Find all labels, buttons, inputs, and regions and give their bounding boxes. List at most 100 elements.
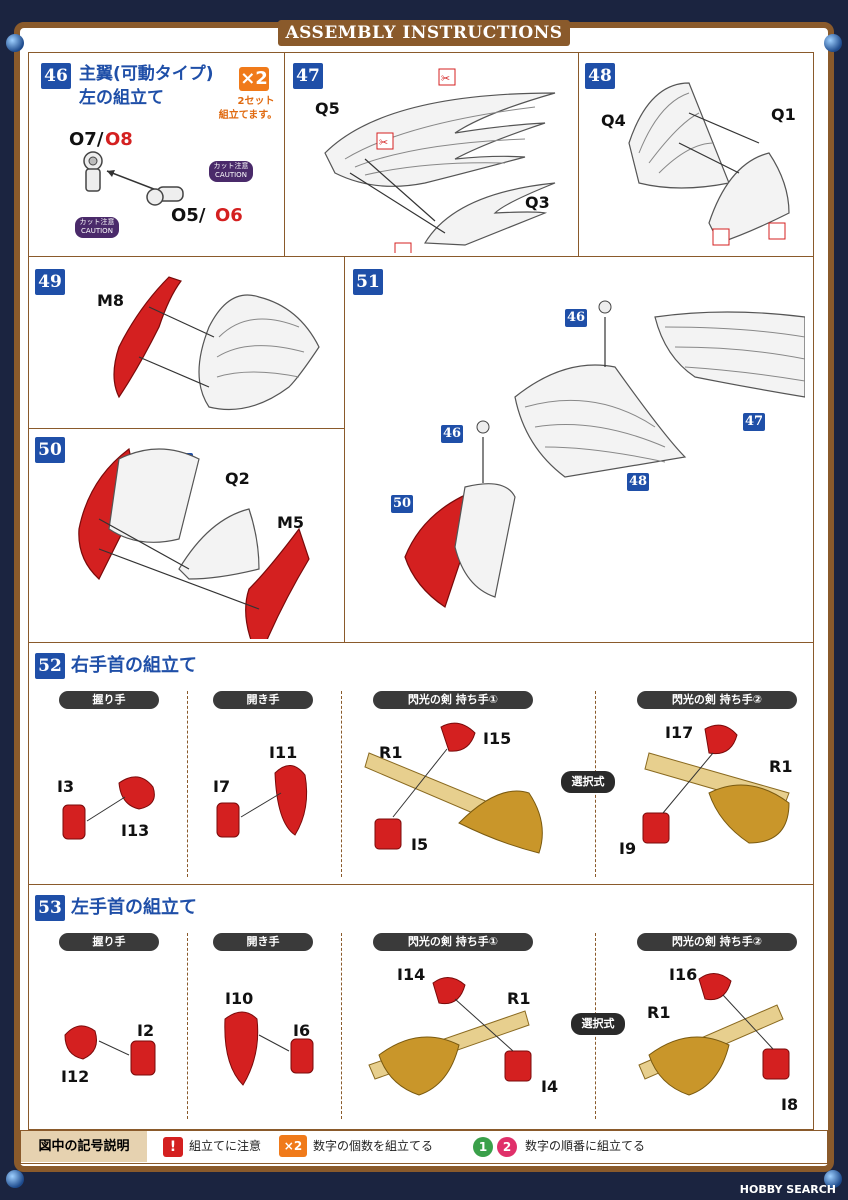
part-label: Q5 [315,99,340,118]
part-label: O7/ [69,129,104,150]
step-number: 52 [35,653,65,679]
step-number: 51 [353,269,383,295]
variant-tab: 握り手 [59,691,159,709]
wrist-illustration [64,973,790,1096]
svg-text:✂: ✂ [441,72,450,85]
svg-text:✂: ✂ [379,136,388,149]
part-label: I6 [293,1021,311,1040]
wing-illustration [113,276,320,410]
step-number: 50 [35,437,65,463]
step-reference: 46 [441,425,463,443]
order-1-icon: 1 [473,1137,493,1157]
part-label: I7 [213,777,231,796]
step-53-panel: 53 左手首の組立て 握り手 開き手 閃光の剣 持ち手① 閃光の剣 持ち手② 選… [28,884,814,1130]
step-number: 49 [35,269,65,295]
part-label: R1 [379,743,403,762]
legend-heading: 図中の記号説明 [21,1131,147,1162]
wing-illustration: ✂ ✂ [324,68,556,253]
part-label: I14 [397,965,426,984]
part-label: Q2 [225,469,250,488]
corner-gem-icon [6,34,24,52]
step-heading: 右手首の組立て [71,655,197,676]
step-reference: 46 [565,309,587,327]
step-reference: 50 [391,495,413,513]
step-48-panel: 48 Q4 Q1 [578,52,814,258]
part-label: I2 [137,1021,155,1040]
part-label: M5 [277,513,305,532]
variant-tab: 閃光の剣 持ち手② [637,691,797,709]
step-heading: 左手首の組立て [71,897,197,918]
legend-text: 数字の個数を組立てる [313,1139,434,1153]
part-label: I12 [61,1067,90,1086]
multiplier-icon: ×2 [279,1135,307,1157]
warning-icon: ! [163,1137,183,1157]
step-51-panel: 51 46 46 47 48 50 [344,256,814,644]
selection-badge: 選択式 [561,771,615,793]
variant-tab: 閃光の剣 持ち手① [373,691,533,709]
step-heading-line2: 左の組立て [79,88,164,108]
legend-text: 数字の順番に組立てる [525,1139,646,1153]
joint-parts-illustration [83,151,184,206]
part-label: Q4 [601,111,626,130]
part-label: R1 [647,1003,671,1022]
part-label: I16 [669,965,698,984]
watermark: HOBBY SEARCH [739,1183,836,1196]
part-label: I15 [483,729,512,748]
corner-gem-icon [6,1170,24,1188]
step-49-panel: 49 M8 Q6 [28,256,346,430]
part-label: R1 [507,989,531,1008]
step-number: 46 [41,63,71,89]
variant-tab: 閃光の剣 持ち手① [373,933,533,951]
part-label: I5 [411,835,429,854]
set-note-line2: 組立てます。 [218,110,278,121]
divider [187,691,188,877]
part-label: O5/ [171,205,206,226]
step-52-panel: 52 右手首の組立て 握り手 開き手 閃光の剣 持ち手① 閃光の剣 持ち手② 選… [28,642,814,886]
wing-assembly-illustration [404,300,805,608]
set-note-line1: 2セット [237,96,275,107]
wing-illustration [628,82,790,246]
step-46-panel: 46 主翼(可動タイプ) 左の組立て ×2 2セット 組立てます。 O7/ O8… [28,52,286,258]
wing-illustration [78,447,310,639]
part-label: I8 [781,1095,799,1114]
order-2-icon: 2 [497,1137,517,1157]
part-label: Q3 [525,193,550,212]
divider [341,933,342,1119]
part-label: I10 [225,989,254,1008]
part-label: I3 [57,777,75,796]
part-label: O6 [215,205,243,226]
step-number: 53 [35,895,65,921]
step-reference: 47 [743,413,765,431]
part-label: I11 [269,743,298,762]
part-label: R1 [769,757,793,776]
part-label: I9 [619,839,637,858]
variant-tab: 開き手 [213,691,313,709]
part-label: I13 [121,821,150,840]
divider [341,691,342,877]
part-label: Q1 [771,105,796,124]
variant-tab: 握り手 [59,933,159,951]
part-label: M8 [97,291,125,310]
divider [187,933,188,1119]
step-heading-line1: 主翼(可動タイプ) [79,64,214,84]
step-number: 48 [585,63,615,89]
corner-gem-icon [824,34,842,52]
step-reference: 48 [627,473,649,491]
part-label: O8 [105,129,133,150]
step-47-panel: 47 Q5 Q3 ✂ ✂ [284,52,580,258]
variant-tab: 閃光の剣 持ち手② [637,933,797,951]
symbol-legend: 図中の記号説明 ! 組立てに注意 ×2 数字の個数を組立てる 1 2 数字の順番… [20,1130,828,1164]
corner-gem-icon [824,1170,842,1188]
multiplier-badge: ×2 [239,67,269,91]
step-50-panel: 50 49 Q2 M5 [28,428,346,644]
legend-text: 組立てに注意 [189,1139,262,1153]
wrist-illustration [62,722,790,854]
step-number: 47 [293,63,323,89]
part-label: I4 [541,1077,559,1096]
page-title: ASSEMBLY INSTRUCTIONS [278,20,570,46]
variant-tab: 開き手 [213,933,313,951]
selection-badge: 選択式 [571,1013,625,1035]
part-label: I17 [665,723,694,742]
